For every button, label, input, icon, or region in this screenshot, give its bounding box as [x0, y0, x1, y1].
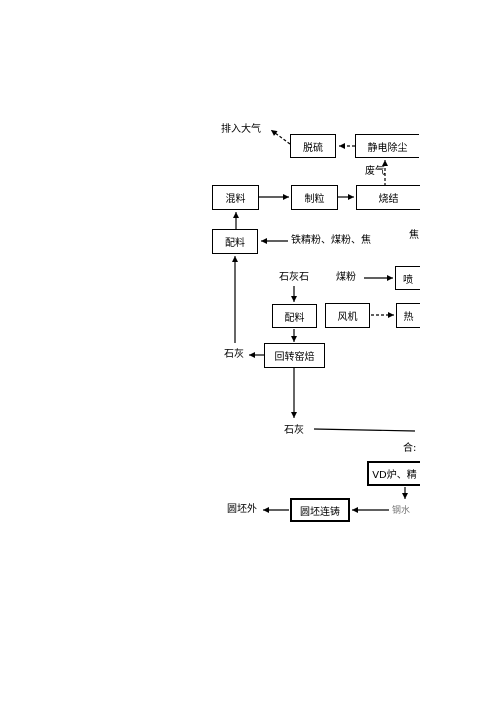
- lime-left-label: 石灰: [224, 349, 244, 360]
- batching-bottom-box: 配料: [272, 304, 317, 328]
- fan-label: 风机: [337, 312, 358, 323]
- limestone-label: 石灰石: [279, 272, 309, 283]
- waste-gas-label: 废气: [365, 166, 385, 177]
- arrow-desulfurization-to-atmosphere: [270, 129, 291, 145]
- mixing-label: 混料: [225, 194, 246, 205]
- rotary-kiln-box: 回转窑焙: [264, 343, 325, 368]
- lime-bottom-label: 石灰: [284, 425, 304, 436]
- batching-bottom-label: 配料: [284, 312, 305, 324]
- exhaust-to-atmosphere-label: 排入大气: [221, 124, 261, 135]
- batching-top-box: 配料: [212, 229, 258, 254]
- electrostatic-dust-removal-label: 静电除尘: [367, 142, 408, 154]
- desulfurization-box: 脱硫: [290, 134, 336, 158]
- line-lime-to-right: [313, 428, 416, 432]
- batching-top-label: 配料: [225, 238, 245, 249]
- spray-box-partial: 喷: [395, 266, 420, 290]
- coal-powder-label: 煤粉: [336, 272, 356, 283]
- sintering-label: 烧结: [378, 194, 399, 205]
- vd-furnace-label: VD炉、精: [372, 470, 417, 481]
- round-billet-casting-label: 圆坯连铸: [300, 506, 340, 518]
- iron-concentrate-label: 铁精粉、煤粉、焦: [291, 235, 371, 246]
- heat-box-partial: 热: [396, 303, 420, 328]
- round-billet-casting-box: 圆坯连铸: [290, 498, 350, 522]
- granulation-label: 制粒: [304, 194, 325, 205]
- sintering-box: 烧结: [356, 185, 420, 210]
- coke-partial-label: 焦: [409, 230, 419, 241]
- molten-steel-label: 钢水: [392, 506, 411, 516]
- mixing-box: 混料: [212, 185, 259, 210]
- spray-label: 喷: [403, 274, 413, 286]
- desulfurization-label: 脱硫: [303, 142, 323, 154]
- granulation-box: 制粒: [291, 185, 338, 210]
- alloy-partial-label: 合:: [403, 443, 417, 454]
- fan-box: 风机: [325, 303, 370, 328]
- rotary-kiln-label: 回转窑焙: [274, 352, 315, 363]
- round-billet-out-label: 圆坯外: [227, 504, 257, 515]
- heat-label: 热: [403, 312, 414, 323]
- electrostatic-dust-removal-box: 静电除尘: [355, 134, 419, 158]
- vd-furnace-box-partial: VD炉、精: [367, 461, 420, 486]
